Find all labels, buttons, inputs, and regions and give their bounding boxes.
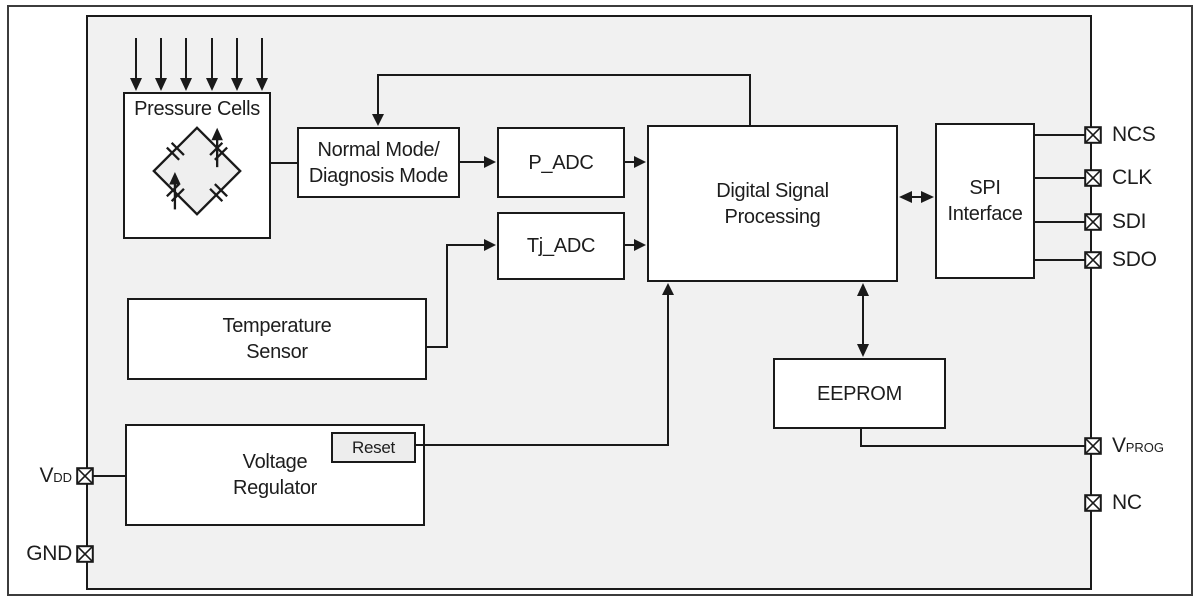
- wire-pressure-inputs: [130, 38, 268, 91]
- block-voltage-regulator-label: Voltage Regulator: [232, 451, 318, 499]
- pin-vdd-name: V: [39, 464, 54, 487]
- pin-sdo-label: SDO: [1112, 248, 1157, 271]
- block-spi-interface-label: SPI Interface: [947, 177, 1023, 225]
- block-temperature-sensor: Temperature Sensor: [127, 298, 427, 380]
- pin-sdi-pad: [1084, 213, 1102, 231]
- pin-vprog-name: V: [1112, 434, 1126, 457]
- pin-clk-label: CLK: [1112, 166, 1152, 189]
- bond-pad-icon: [1084, 494, 1102, 512]
- block-normal-mode-label: Normal Mode/ Diagnosis Mode: [308, 138, 449, 187]
- block-eeprom: EEPROM: [773, 358, 946, 429]
- pin-gnd-pad: [76, 545, 94, 563]
- block-p-adc-label: P_ADC: [528, 151, 594, 174]
- wire-tjadc-to-dsp: [624, 239, 646, 251]
- block-reset: Reset: [331, 432, 416, 463]
- pin-ncs-label: NCS: [1112, 123, 1156, 146]
- pin-vprog-sub: PROG: [1125, 440, 1165, 455]
- pin-vdd-sub: DD: [53, 470, 72, 485]
- pin-sdi-label: SDI: [1112, 210, 1147, 233]
- pin-vprog-pad: [1084, 437, 1102, 455]
- block-pressure-cells: Pressure Cells: [123, 92, 271, 239]
- wire-mode-to-padc: [459, 156, 496, 168]
- pin-gnd-label: GND: [26, 542, 72, 565]
- outer-frame: [7, 5, 1193, 596]
- bond-pad-icon: [1084, 437, 1102, 455]
- bond-pad-icon: [1084, 126, 1102, 144]
- wire-tempsensor-to-tjadc: [426, 239, 496, 348]
- block-dsp: Digital Signal Processing: [647, 125, 898, 282]
- block-dsp-label: Digital Signal Processing: [716, 179, 829, 228]
- wire-eeprom-to-vprog: [860, 428, 1088, 447]
- pin-sdo-pad: [1084, 251, 1102, 269]
- block-eeprom-label: EEPROM: [817, 382, 902, 405]
- pin-clk-pad: [1084, 169, 1102, 187]
- bond-pad-icon: [1084, 213, 1102, 231]
- pin-nc-label: NC: [1112, 491, 1142, 514]
- block-spi-interface: SPI Interface: [935, 123, 1035, 279]
- bond-pad-icon: [1084, 169, 1102, 187]
- block-reset-label: Reset: [352, 437, 395, 457]
- wire-reset-to-dsp: [415, 283, 674, 446]
- pin-nc-pad: [1084, 494, 1102, 512]
- pin-ncs-pad: [1084, 126, 1102, 144]
- block-tj-adc: Tj_ADC: [497, 212, 625, 280]
- block-pressure-cells-label: Pressure Cells: [134, 98, 260, 120]
- wheatstone-bridge-icon: [152, 126, 242, 216]
- pin-vdd-pad: [76, 467, 94, 485]
- wire-dsp-eeprom-bidirectional: [857, 283, 869, 357]
- block-p-adc: P_ADC: [497, 127, 625, 198]
- block-temperature-sensor-label: Temperature Sensor: [222, 315, 332, 363]
- bond-pad-icon: [76, 545, 94, 563]
- wire-dsp-feedback-to-mode: [372, 74, 751, 126]
- block-tj-adc-label: Tj_ADC: [526, 235, 596, 257]
- wire-padc-to-dsp: [624, 156, 646, 168]
- bond-pad-icon: [76, 467, 94, 485]
- bond-pad-icon: [1084, 251, 1102, 269]
- wire-dsp-spi-bidirectional: [899, 191, 934, 203]
